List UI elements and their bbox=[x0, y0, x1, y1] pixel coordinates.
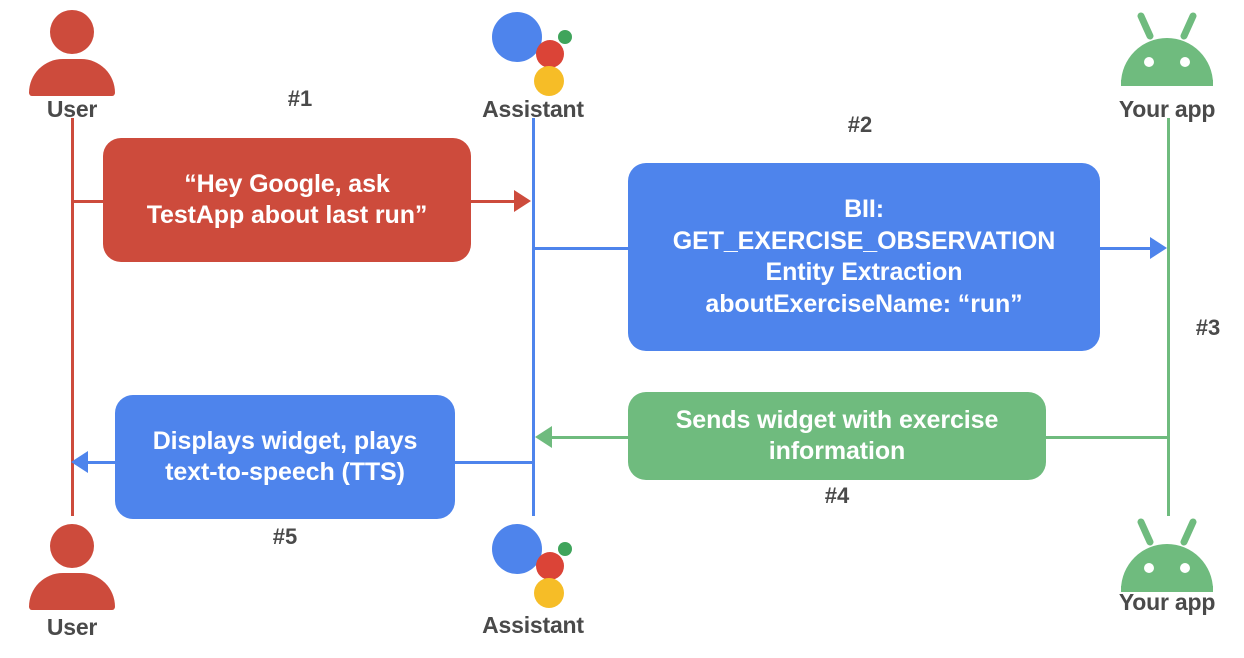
assistant-blue-dot-icon bbox=[492, 12, 542, 62]
arrow-head-user-to-assistant bbox=[514, 190, 531, 212]
message-box-user-request: “Hey Google, ask TestApp about last run” bbox=[103, 138, 471, 262]
lifeline-assistant bbox=[532, 118, 535, 516]
step-label-3: #3 bbox=[1195, 315, 1221, 340]
message-line-1: BII: bbox=[844, 195, 884, 223]
assistant-red-dot-icon bbox=[536, 40, 564, 68]
message-line-2: text-to-speech (TTS) bbox=[165, 458, 405, 486]
android-icon-bottom bbox=[1117, 518, 1217, 596]
step-label-1: #1 bbox=[287, 86, 313, 111]
message-line-2: information bbox=[768, 437, 906, 465]
message-line-1: “Hey Google, ask bbox=[184, 169, 390, 198]
message-text-user-request: “Hey Google, ask TestApp about last run” bbox=[117, 169, 457, 232]
message-line-4: aboutExerciseName: “run” bbox=[705, 289, 1023, 318]
assistant-yellow-dot-icon bbox=[534, 578, 564, 608]
android-robot-svg bbox=[1121, 12, 1213, 86]
step-label-4: #4 bbox=[824, 483, 850, 508]
message-box-app-response: Sends widget with exercise information bbox=[628, 392, 1046, 480]
arrow-head-app-to-assistant bbox=[535, 426, 552, 448]
message-box-assistant-output: Displays widget, plays text-to-speech (T… bbox=[115, 395, 455, 519]
assistant-green-dot-icon bbox=[558, 30, 572, 44]
arrow-head-assistant-to-app bbox=[1150, 237, 1167, 259]
message-line-2: TestApp about last run” bbox=[146, 201, 428, 229]
actor-label-app-bottom: Your app bbox=[1118, 589, 1216, 615]
android-icon-top bbox=[1117, 12, 1217, 90]
assistant-red-dot-icon bbox=[536, 552, 564, 580]
message-line-3: Entity Extraction bbox=[765, 258, 963, 286]
step-label-2: #2 bbox=[847, 112, 873, 137]
assistant-icon-top bbox=[492, 8, 578, 96]
person-head-icon bbox=[50, 524, 94, 568]
actor-label-user-bottom: User bbox=[46, 614, 98, 640]
assistant-yellow-dot-icon bbox=[534, 66, 564, 96]
step-label-5: #5 bbox=[272, 524, 298, 549]
lifeline-your-app bbox=[1167, 118, 1170, 516]
actor-label-app-top: Your app bbox=[1118, 96, 1216, 122]
user-icon-top bbox=[29, 10, 115, 96]
actor-label-user-top: User bbox=[46, 96, 98, 122]
message-line-2: GET_EXERCISE_OBSERVATION bbox=[672, 226, 1056, 255]
arrow-head-assistant-to-user bbox=[71, 451, 88, 473]
person-head-icon bbox=[50, 10, 94, 54]
assistant-icon-bottom bbox=[492, 520, 578, 608]
person-body-icon bbox=[29, 59, 115, 96]
message-text-app-response: Sends widget with exercise information bbox=[642, 405, 1032, 468]
assistant-green-dot-icon bbox=[558, 542, 572, 556]
android-robot-svg bbox=[1121, 518, 1213, 592]
message-box-bii: BII: GET_EXERCISE_OBSERVATION Entity Ext… bbox=[628, 163, 1100, 351]
lifeline-user bbox=[71, 118, 74, 516]
assistant-blue-dot-icon bbox=[492, 524, 542, 574]
message-line-1: Displays widget, plays bbox=[152, 426, 418, 455]
person-body-icon bbox=[29, 573, 115, 610]
actor-label-assistant-top: Assistant bbox=[482, 96, 584, 122]
user-icon-bottom bbox=[29, 524, 115, 610]
actor-label-assistant-bottom: Assistant bbox=[482, 612, 584, 638]
message-text-assistant-output: Displays widget, plays text-to-speech (T… bbox=[129, 426, 441, 489]
message-text-bii: BII: GET_EXERCISE_OBSERVATION Entity Ext… bbox=[642, 194, 1086, 320]
message-line-1: Sends widget with exercise bbox=[675, 405, 999, 434]
